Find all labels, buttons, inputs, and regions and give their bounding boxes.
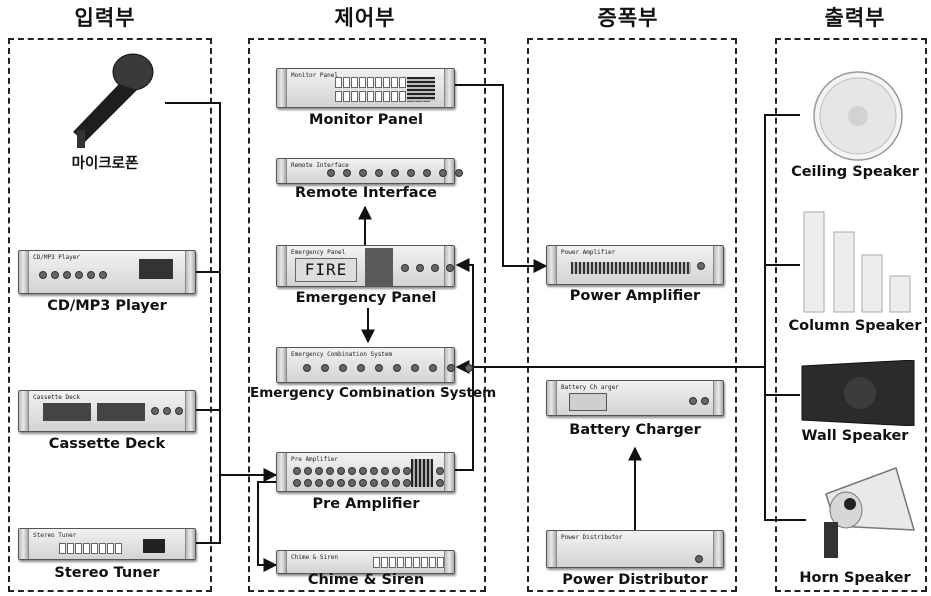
section-title-input: 입력부 (74, 6, 136, 30)
microphone-icon (55, 50, 165, 150)
mic-line (165, 102, 221, 475)
section-box-amplify (527, 38, 737, 592)
microphone-label: 마이크로폰 (71, 156, 139, 172)
column-speaker-label: Column Speaker (788, 318, 922, 334)
section-box-control (248, 38, 486, 592)
emergency-panel-device: Emergency Panel FIRE (276, 245, 455, 287)
cassette-panel-text: Cassette Deck (33, 394, 80, 401)
pre-amplifier-device: Pre Amplifier (276, 452, 455, 492)
distributor-panel-text: Power Distributor (561, 534, 623, 541)
tuner-line (196, 475, 221, 544)
battery-charger-device: Battery Ch arger (546, 380, 724, 416)
emergency-panel-label: Emergency Panel (295, 290, 437, 306)
section-title-amplify: 증폭부 (597, 6, 659, 30)
power-distributor-device: Power Distributor (546, 530, 724, 568)
emergency-display: FIRE (295, 258, 357, 282)
column-speaker-icon (800, 210, 918, 314)
emergency-panel-text: Emergency Panel (291, 249, 346, 256)
pre-amplifier-label: Pre Amplifier (312, 496, 420, 512)
combination-system-label: Emergency Combination System (250, 385, 497, 401)
section-box-input (8, 38, 212, 592)
ceiling-speaker-icon (812, 70, 904, 162)
cd-panel-text: CD/MP3 Player (33, 254, 80, 261)
combination-panel-text: Emergency Combination System (291, 351, 393, 358)
monitor-panel-device: Monitor Panel (276, 68, 455, 108)
monitor-to-poweramp (455, 84, 548, 273)
tuner-panel-text: Stereo Tuner (33, 532, 77, 539)
chime-siren-device: Chime & Siren (276, 550, 455, 574)
wall-speaker-label: Wall Speaker (801, 428, 909, 444)
power-amplifier-device: Power Amplifier (546, 245, 724, 285)
monitor-panel-text: Monitor Panel (291, 72, 338, 79)
combination-system-device: Emergency Combination System (276, 347, 473, 383)
remote-interface-device: Remote Interface (276, 158, 463, 184)
chime-siren-label: Chime & Siren (307, 572, 425, 588)
cassette-deck-device: Cassette Deck (18, 390, 196, 432)
section-box-output (775, 38, 927, 592)
remote-interface-label: Remote Interface (294, 185, 438, 201)
horn-speaker-icon (806, 466, 916, 566)
cassette-deck-label: Cassette Deck (48, 436, 166, 452)
power-amplifier-label: Power Amplifier (569, 288, 701, 304)
chime-panel-text: Chime & Siren (291, 554, 338, 561)
power-amp-panel-text: Power Amplifier (561, 249, 616, 256)
horn-speaker-label: Horn Speaker (799, 570, 911, 586)
section-title-control: 제어부 (334, 6, 396, 30)
stereo-tuner-label: Stereo Tuner (54, 565, 160, 581)
cd-player-label: CD/MP3 Player (47, 298, 167, 314)
charger-panel-text: Battery Ch arger (561, 384, 619, 391)
battery-charger-label: Battery Charger (569, 422, 701, 438)
stereo-tuner-device: Stereo Tuner (18, 528, 196, 560)
wall-speaker-icon (798, 360, 918, 426)
ceiling-speaker-label: Ceiling Speaker (791, 164, 919, 180)
preamp-panel-text: Pre Amplifier (291, 456, 338, 463)
section-title-output: 출력부 (824, 6, 886, 30)
remote-panel-text: Remote Interface (291, 162, 349, 169)
output-bus (764, 114, 806, 521)
cd-player-device: CD/MP3 Player (18, 250, 196, 294)
monitor-panel-label: Monitor Panel (309, 112, 423, 128)
power-distributor-label: Power Distributor (562, 572, 708, 588)
preamp-to-chime (257, 481, 278, 572)
